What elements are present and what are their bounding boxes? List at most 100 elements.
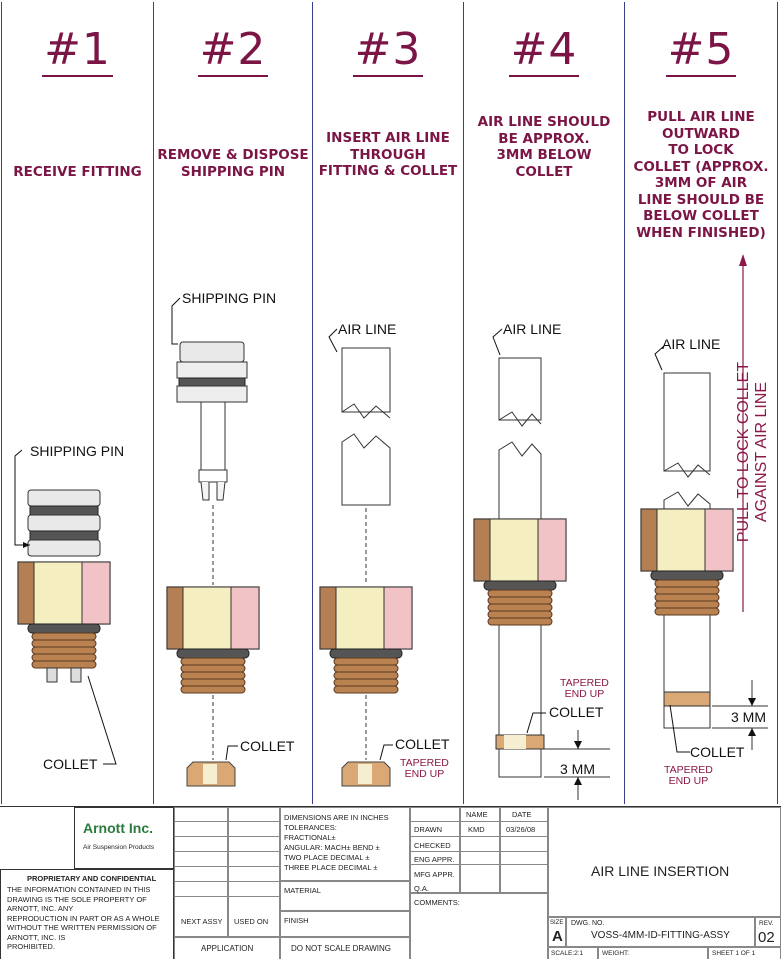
- proprietary-line: WITHOUT THE WRITTEN PERMISSION OF: [7, 923, 157, 932]
- dwg-no-cell: DWG. NO. VOSS-4MM-ID-FITTING-ASSY: [566, 917, 755, 947]
- proprietary-line: DRAWING IS THE SOLE PROPERTY OF: [7, 894, 147, 904]
- next-assy-label: NEXT ASSY: [181, 917, 223, 926]
- step-desc-line: WHEN FINISHED): [636, 224, 766, 241]
- mfg-appr-label: MFG APPR.: [414, 870, 455, 879]
- label-shipping-pin: SHIPPING PIN: [30, 443, 125, 459]
- step-desc-line: PULL AIR LINE: [647, 109, 755, 125]
- step-desc-line: LINE SHOULD BE: [637, 191, 765, 208]
- finish-label: FINISH: [284, 916, 309, 925]
- weight-cell: WEIGHT:: [598, 947, 708, 959]
- step-desc-line: TO LOCK: [668, 142, 734, 158]
- drawn-row: [410, 821, 548, 837]
- grid-row: [174, 851, 280, 867]
- name-header: NAME: [466, 810, 488, 819]
- do-not-scale-label: DO NOT SCALE DRAWING: [291, 944, 392, 953]
- dimensions-line: ANGULAR: MACH± BEND ±: [284, 843, 380, 852]
- assembly-illustrations: [14, 254, 768, 800]
- pull-line: AGAINST AIR LINE: [753, 381, 770, 523]
- step-number: #1: [42, 24, 113, 77]
- dimension-3mm: 3 MM: [560, 761, 595, 777]
- step-desc-line: FITTING & COLLET: [318, 163, 458, 179]
- finish-cell: FINISH: [280, 911, 410, 937]
- label-air-line: AIR LINE: [662, 336, 721, 352]
- step5-fitting: [640, 254, 768, 753]
- application-cell: APPLICATION: [174, 937, 280, 959]
- approvals-dates: [500, 807, 548, 893]
- dimensions-line: THREE PLACE DECIMAL ±: [284, 863, 378, 872]
- title-block: Arnott Inc. Air Suspension Products PROP…: [0, 806, 781, 959]
- dwg-no-label: DWG. NO.: [571, 920, 605, 927]
- size-value: A: [552, 928, 563, 945]
- size-cell: SIZE A: [548, 917, 566, 947]
- pull-instruction: PULL TO LOCK COLLET AGAINST AIR LINE: [735, 292, 771, 612]
- label-collet: COLLET: [43, 756, 98, 772]
- step-description: PULL AIR LINE OUTWARD TO LOCK COLLET (AP…: [625, 109, 777, 241]
- step-number: #5: [665, 24, 737, 77]
- step1-fitting: [14, 449, 117, 765]
- used-on-column: [228, 807, 280, 937]
- proprietary-line: ARNOTT, INC. IS: [7, 932, 66, 942]
- weight-label: WEIGHT:: [602, 950, 630, 957]
- step-panel-3: #3 INSERT AIR LINE THROUGH FITTING & COL…: [312, 2, 463, 804]
- next-assy-column: [174, 807, 228, 937]
- dwg-no-value: VOSS-4MM-ID-FITTING-ASSY: [591, 930, 730, 941]
- label-shipping-pin: SHIPPING PIN: [182, 290, 277, 306]
- step-panel-4: #4 AIR LINE SHOULD BE APPROX. 3MM BELOW …: [463, 2, 624, 804]
- approvals-names: [460, 807, 500, 893]
- grid-row: [174, 821, 280, 837]
- dimensions-line: TOLERANCES:: [284, 823, 337, 832]
- rev-value: 02: [758, 929, 775, 946]
- dimensions-cell: DIMENSIONS ARE IN INCHES TOLERANCES: FRA…: [280, 807, 410, 881]
- rev-label: REV.: [759, 920, 774, 927]
- label-line: TAPERED: [400, 757, 449, 769]
- step2-fitting: [166, 297, 260, 787]
- label-collet: COLLET: [690, 744, 745, 760]
- step-desc-line: BELOW COLLET: [643, 208, 759, 224]
- step-description: REMOVE & DISPOSE SHIPPING PIN: [154, 147, 312, 180]
- date-header: DATE: [512, 810, 532, 819]
- dimensions-line: TWO PLACE DECIMAL ±: [284, 853, 370, 862]
- step-description: AIR LINE SHOULD BE APPROX. 3MM BELOW COL…: [464, 114, 624, 180]
- sheet-cell: SHEET 1 OF 1: [708, 947, 781, 959]
- dimension-3mm: 3 MM: [731, 709, 766, 725]
- label-line: END UP: [564, 688, 605, 700]
- label-collet: COLLET: [549, 704, 604, 720]
- drawn-name: KMD: [468, 825, 485, 834]
- dimensions-line: FRACTIONAL±: [284, 833, 336, 842]
- label-air-line: AIR LINE: [503, 321, 562, 337]
- label-tapered-end-up: TAPERED END UP: [560, 678, 609, 700]
- step-desc-line: SHIPPING PIN: [180, 163, 286, 180]
- step-desc-line: COLLET (APPROX.: [633, 158, 769, 175]
- step-description: INSERT AIR LINE THROUGH FITTING & COLLET: [313, 130, 463, 180]
- proprietary-line: ARNOTT, INC. ANY: [7, 904, 74, 913]
- comments-cell: COMMENTS:: [410, 893, 548, 959]
- step-panel-1: #1 RECEIVE FITTING: [1, 2, 153, 804]
- drawing-title-cell: AIR LINE INSERTION: [548, 807, 781, 917]
- proprietary-title: PROPRIETARY AND CONFIDENTIAL: [27, 874, 157, 883]
- step-number: #2: [197, 24, 269, 77]
- drawn-date: 03/26/08: [506, 825, 536, 834]
- label-line: END UP: [668, 775, 709, 787]
- eng-row: [410, 851, 548, 865]
- label-collet: COLLET: [240, 738, 295, 754]
- step-desc-line: OUTWARD: [662, 125, 740, 142]
- step-desc-line: COLLET: [515, 163, 573, 180]
- step-desc-line: BE APPROX.: [498, 130, 590, 147]
- step-desc-line: RECEIVE FITTING: [13, 164, 142, 180]
- proprietary-line: PROHIBITED.: [7, 942, 55, 951]
- step-desc-line: REMOVE & DISPOSE: [157, 147, 309, 163]
- step-description: RECEIVE FITTING: [2, 164, 153, 181]
- label-tapered-end-up: TAPERED END UP: [664, 765, 713, 787]
- drawing-title: AIR LINE INSERTION: [591, 863, 730, 879]
- step-desc-line: AIR LINE SHOULD: [477, 114, 611, 130]
- company-logo-cell: Arnott Inc. Air Suspension Products: [74, 807, 174, 869]
- company-logo: Arnott Inc.: [83, 820, 153, 836]
- scale-value: SCALE:2:1: [551, 950, 584, 957]
- label-collet: COLLET: [395, 736, 450, 752]
- material-cell: MATERIAL: [280, 881, 410, 911]
- comments-label: COMMENTS:: [414, 898, 460, 907]
- collet-tabs: [46, 667, 82, 683]
- do-not-scale-cell: DO NOT SCALE DRAWING: [280, 937, 410, 959]
- used-on-label: USED ON: [234, 917, 269, 926]
